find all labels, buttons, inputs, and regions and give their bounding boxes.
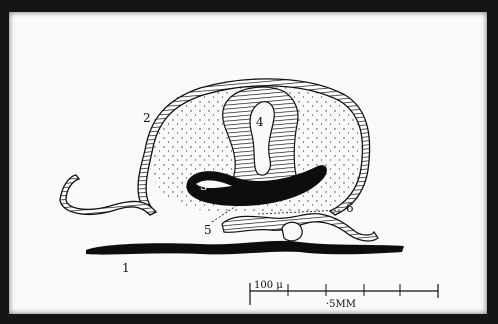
label-2: 2 bbox=[143, 111, 151, 125]
black-substrate-1 bbox=[86, 241, 404, 255]
scale-lower-label: ·5MM bbox=[326, 299, 356, 310]
scale-bar: 100 μ ·5MM bbox=[250, 280, 438, 310]
label-6: 6 bbox=[346, 201, 354, 215]
label-1: 1 bbox=[122, 261, 130, 275]
label-5: 5 bbox=[204, 223, 212, 237]
scale-upper-label: 100 μ bbox=[254, 280, 283, 291]
label-3: 3 bbox=[200, 179, 208, 193]
label-4: 4 bbox=[256, 115, 264, 129]
lower-band-loop bbox=[282, 222, 302, 241]
